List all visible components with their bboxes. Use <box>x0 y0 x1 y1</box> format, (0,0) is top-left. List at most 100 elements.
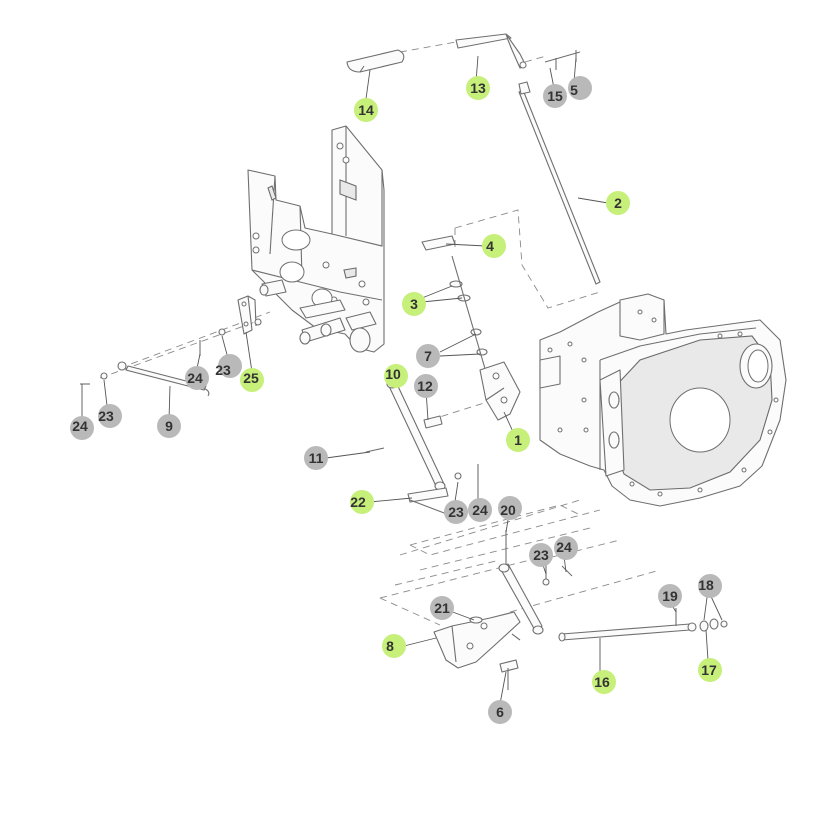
callout-21-badge <box>430 596 454 620</box>
callout-22-badge <box>350 490 374 514</box>
callout-23-a: 23 <box>444 500 468 524</box>
callout-23-c: 23 <box>215 354 242 378</box>
callout-2-badge <box>606 191 630 215</box>
callout-12-badge <box>414 374 438 398</box>
lever-arm-part <box>455 33 527 69</box>
callout-5: 5 <box>568 76 592 100</box>
callout-2: 2 <box>606 191 630 215</box>
callout-7-label: 7 <box>424 348 432 364</box>
callout-3: 3 <box>402 292 426 316</box>
link-parts-center <box>421 235 521 421</box>
callout-19: 19 <box>658 584 682 608</box>
callout-19-badge <box>658 584 682 608</box>
callout-4-label: 4 <box>486 238 494 254</box>
callout-1-badge <box>506 428 530 452</box>
callout-21: 21 <box>430 596 454 620</box>
callout-14-badge <box>354 98 378 122</box>
callout-3-label: 3 <box>410 296 418 312</box>
callout-25: 25 <box>240 368 264 392</box>
callout-7-badge <box>416 344 440 368</box>
lower-rod-part <box>558 608 728 642</box>
small-pins-top <box>544 50 581 70</box>
callout-9-badge <box>157 414 181 438</box>
lever-rod-part <box>518 81 601 285</box>
callout-24-a-badge <box>468 498 492 522</box>
callout-19-label: 19 <box>662 588 678 604</box>
lever-handle-part <box>346 49 405 73</box>
callout-18-label: 18 <box>698 577 714 593</box>
callout-25-badge <box>240 368 264 392</box>
callout-15: 15 <box>543 84 567 108</box>
callout-4: 4 <box>482 234 506 258</box>
callout-23-a-label: 23 <box>448 504 464 520</box>
callout-12-label: 12 <box>417 378 433 394</box>
callout-16: 16 <box>592 670 616 694</box>
callout-23-d: 23 <box>98 404 122 428</box>
callout-1: 1 <box>506 428 530 452</box>
callout-13-label: 13 <box>470 80 486 96</box>
callout-11-badge <box>304 446 328 470</box>
callout-18: 18 <box>698 574 722 598</box>
callout-11-label: 11 <box>309 450 324 466</box>
rod-parts-middle <box>365 379 479 517</box>
callout-8-label: 8 <box>386 638 394 654</box>
callout-23-b: 23 <box>529 543 553 567</box>
small-bracket-part <box>237 295 257 335</box>
callout-5-badge <box>568 76 592 100</box>
callout-6-label: 6 <box>496 704 504 720</box>
callout-10-label: 10 <box>385 366 401 382</box>
callout-2-label: 2 <box>614 195 622 211</box>
callout-1-label: 1 <box>514 432 522 448</box>
callout-22: 22 <box>350 490 374 514</box>
callout-12: 12 <box>414 374 438 398</box>
callout-16-badge <box>592 670 616 694</box>
callout-14-label: 14 <box>358 102 374 118</box>
callout-7: 7 <box>416 344 440 368</box>
callout-17-label: 17 <box>701 662 717 678</box>
callout-13: 13 <box>466 76 490 100</box>
callout-11: 11 <box>304 446 328 470</box>
callout-6: 6 <box>488 700 512 724</box>
callout-4-badge <box>482 234 506 258</box>
callout-18-badge <box>698 574 722 598</box>
callout-17: 17 <box>698 658 722 682</box>
callout-20-label: 20 <box>500 502 516 518</box>
callout-20: 20 <box>498 496 522 520</box>
callout-24-b-label: 24 <box>556 539 572 555</box>
callout-24-b-badge <box>554 536 578 560</box>
callout-22-label: 22 <box>350 494 366 510</box>
callout-24-d: 24 <box>70 416 94 440</box>
callout-16-label: 16 <box>594 674 610 690</box>
callout-13-badge <box>466 76 490 100</box>
callout-8-badge <box>382 634 406 658</box>
frame-bracket <box>247 125 385 353</box>
callout-24-d-label: 24 <box>72 418 88 434</box>
callout-9-label: 9 <box>165 418 173 434</box>
callout-23-d-badge <box>98 404 122 428</box>
callout-23-c-label: 23 <box>215 362 231 378</box>
callout-9: 9 <box>157 414 181 438</box>
lower-lever-part <box>498 530 573 635</box>
cable-part <box>80 318 262 397</box>
callout-15-label: 15 <box>547 88 563 104</box>
lower-bracket-part <box>433 611 521 690</box>
callout-23-c-badge <box>218 354 242 378</box>
leader-lines <box>81 55 723 705</box>
callout-17-badge <box>698 658 722 682</box>
callout-24-a: 24 <box>468 498 492 522</box>
callout-6-badge <box>488 700 512 724</box>
callout-24-c-badge <box>185 366 209 390</box>
callout-20-badge <box>498 496 522 520</box>
callout-10-badge <box>384 364 408 388</box>
callout-10: 10 <box>384 364 408 388</box>
callout-24-d-badge <box>70 416 94 440</box>
callout-14: 14 <box>354 98 378 122</box>
callout-23-d-label: 23 <box>98 408 114 424</box>
callout-5-label: 5 <box>570 82 578 98</box>
callout-23-a-badge <box>444 500 468 524</box>
callout-8: 8 <box>382 634 406 658</box>
callout-3-badge <box>402 292 426 316</box>
callout-21-label: 21 <box>434 600 450 616</box>
callout-24-a-label: 24 <box>472 502 488 518</box>
